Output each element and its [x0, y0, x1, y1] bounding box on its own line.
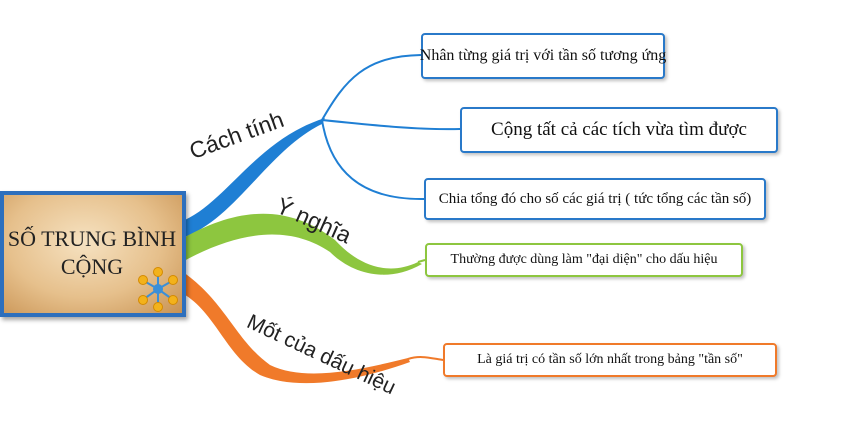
node-nhan-tung-gia-tri: Nhân từng giá trị với tần số tương ứng — [420, 33, 666, 79]
central-title-line1: SỐ TRUNG BÌNH — [7, 226, 177, 251]
branch-y-nghia-trunk — [180, 213, 422, 275]
branch-cach-tinh-sub1 — [321, 54, 422, 121]
branch-cach-tinh-sub2 — [321, 119, 461, 131]
branch-cach-tinh-trunk — [180, 118, 325, 238]
node-dai-dien: Thường được dùng làm "đại diện" cho dấu … — [425, 243, 743, 277]
branch-mot-trunk — [180, 270, 410, 384]
central-title: SỐ TRUNG BÌNH CỘNG — [4, 225, 180, 281]
branch-cach-tinh-sub3 — [321, 119, 425, 201]
node-cong-tat-ca: Cộng tất cả các tích vừa tìm được — [460, 107, 778, 153]
branch-y-nghia-sub1 — [417, 259, 426, 263]
branch-mot-sub1 — [407, 356, 444, 361]
molecule-icon — [138, 267, 178, 312]
node-chia-tong: Chia tổng đó cho số các giá trị ( tức tổ… — [424, 178, 766, 220]
central-title-line2: CỘNG — [60, 254, 124, 279]
node-tan-so-lon-nhat: Là giá trị có tần số lớn nhất trong bảng… — [443, 343, 777, 377]
central-topic: SỐ TRUNG BÌNH CỘNG — [0, 191, 186, 317]
